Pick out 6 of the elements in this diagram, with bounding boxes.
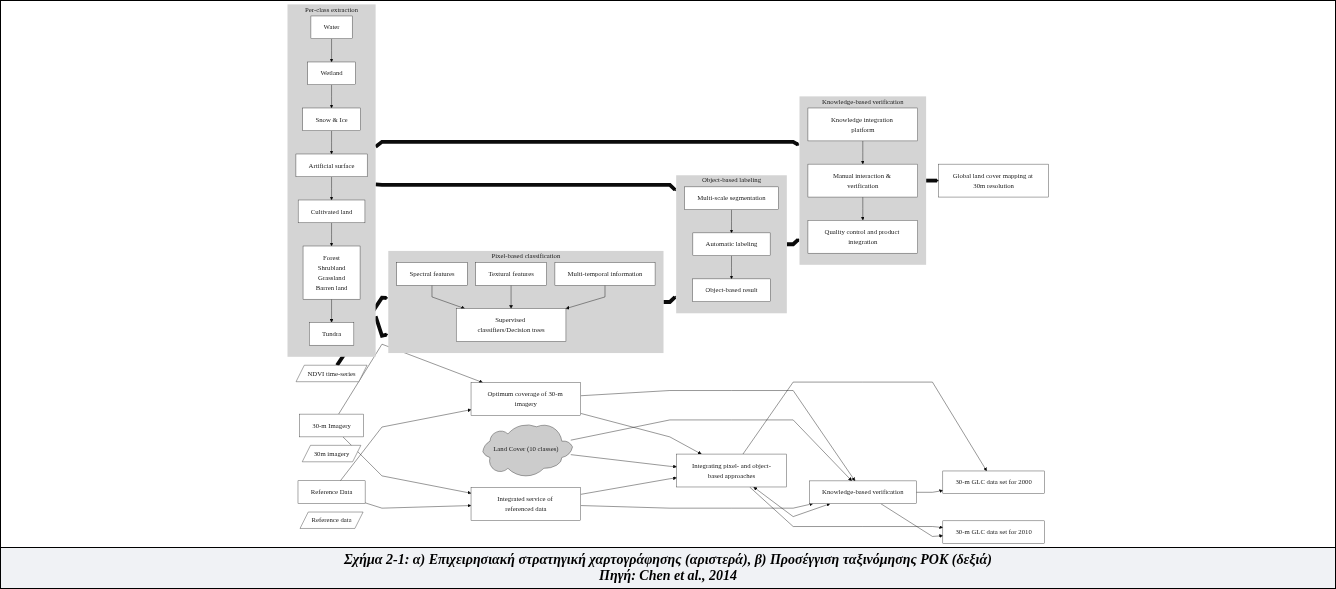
figure-caption: Σχήμα 2-1: α) Επιχειρησιακή στρατηγική χαρτογράφησης (αριστερά), β) Προσέγγιση ταξινόμησης ΡΟΚ (δεξιά) xyxy=(343,552,993,568)
arrow xyxy=(663,295,677,304)
arrow xyxy=(374,139,800,149)
arrow xyxy=(786,238,800,247)
arrow xyxy=(375,182,677,192)
source-note: Πηγή: Chen et al., 2014 xyxy=(598,568,738,584)
